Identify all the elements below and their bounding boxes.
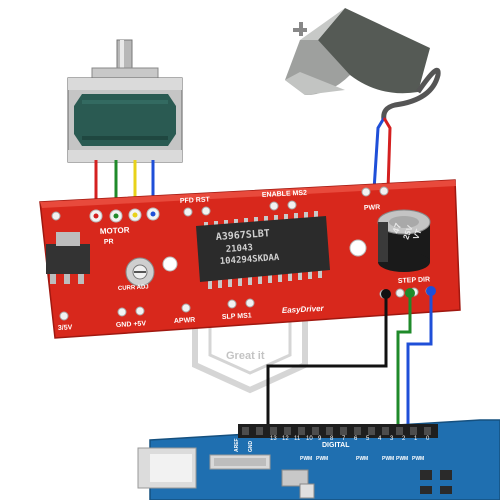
pwm-label: PWM: [412, 456, 424, 462]
potentiometer-icon: [125, 257, 155, 287]
label-pwr: PWR: [364, 204, 381, 212]
pin-number-2: 2: [402, 436, 406, 442]
mount-hole: [162, 256, 178, 272]
pin-number-9: 9: [318, 436, 322, 442]
voltage-regulator: [46, 232, 90, 284]
chip-label-line-1: A3967SLBT: [215, 228, 270, 243]
pin-number-13: 13: [270, 436, 277, 442]
label-step-dir: STEP DIR: [398, 276, 430, 285]
label-motor: MOTOR: [100, 225, 130, 236]
arduino-components: [209, 454, 452, 499]
label-gnd: GND: [248, 441, 254, 453]
label-slp: SLP MS1: [222, 312, 252, 321]
label-apwr: APWR: [174, 317, 196, 325]
pin-number-1: 1: [414, 436, 418, 442]
driver-chip: A3967SLBT 21043 104294SKDAA: [196, 211, 330, 289]
pwm-label: PWM: [396, 456, 408, 462]
label-motor-sub: PR: [104, 238, 114, 245]
chip-label-line-2: 21043: [226, 243, 254, 255]
label-enable: ENABLE MS2: [262, 190, 308, 199]
pin-number-8: 8: [330, 436, 334, 442]
label-curr-adj: CURR ADJ: [118, 284, 149, 292]
pin-number-10: 10: [306, 436, 313, 442]
capacitor-label-3: VT: [411, 228, 423, 241]
label-gnd5v: GND +5V: [116, 320, 147, 329]
stepper-motor-icon: [67, 39, 183, 163]
power-adapter-icon: [285, 8, 441, 121]
watermark-text: Great it: [226, 350, 265, 362]
easydriver-board: A3967SLBT 21043 104294SKDAA 47 25V VT MO…: [39, 179, 461, 339]
label-digital: DIGITAL: [322, 442, 350, 449]
pin-number-11: 11: [294, 436, 301, 442]
mount-hole: [349, 239, 367, 257]
power-wires: [372, 117, 392, 191]
capacitor-icon: 47 25V VT: [377, 209, 431, 272]
label-aref: AREF: [234, 438, 240, 452]
header-pads: [51, 186, 435, 321]
label-3v5v: 3/5V: [58, 324, 73, 332]
pin-number-6: 6: [354, 436, 358, 442]
capacitor-label-1: 47: [390, 222, 403, 235]
pwm-label: PWM: [356, 456, 368, 462]
pwm-label: PWM: [300, 456, 312, 462]
pwm-label: PWM: [316, 456, 328, 462]
label-brand: EasyDriver: [282, 304, 325, 315]
pin-number-0: 0: [426, 436, 430, 442]
control-wires: [266, 286, 436, 440]
pin-number-7: 7: [342, 436, 346, 442]
label-pfd: PFD RST: [180, 196, 211, 205]
motor-header: [89, 207, 160, 223]
pin-number-4: 4: [378, 436, 382, 442]
arduino-header: [238, 424, 438, 438]
chip-label-line-3: 104294SKDAA: [220, 253, 281, 267]
pin-number-3: 3: [390, 436, 394, 442]
pwm-label: PWM: [382, 456, 394, 462]
pin-number-12: 12: [282, 436, 289, 442]
pin-number-5: 5: [366, 436, 370, 442]
